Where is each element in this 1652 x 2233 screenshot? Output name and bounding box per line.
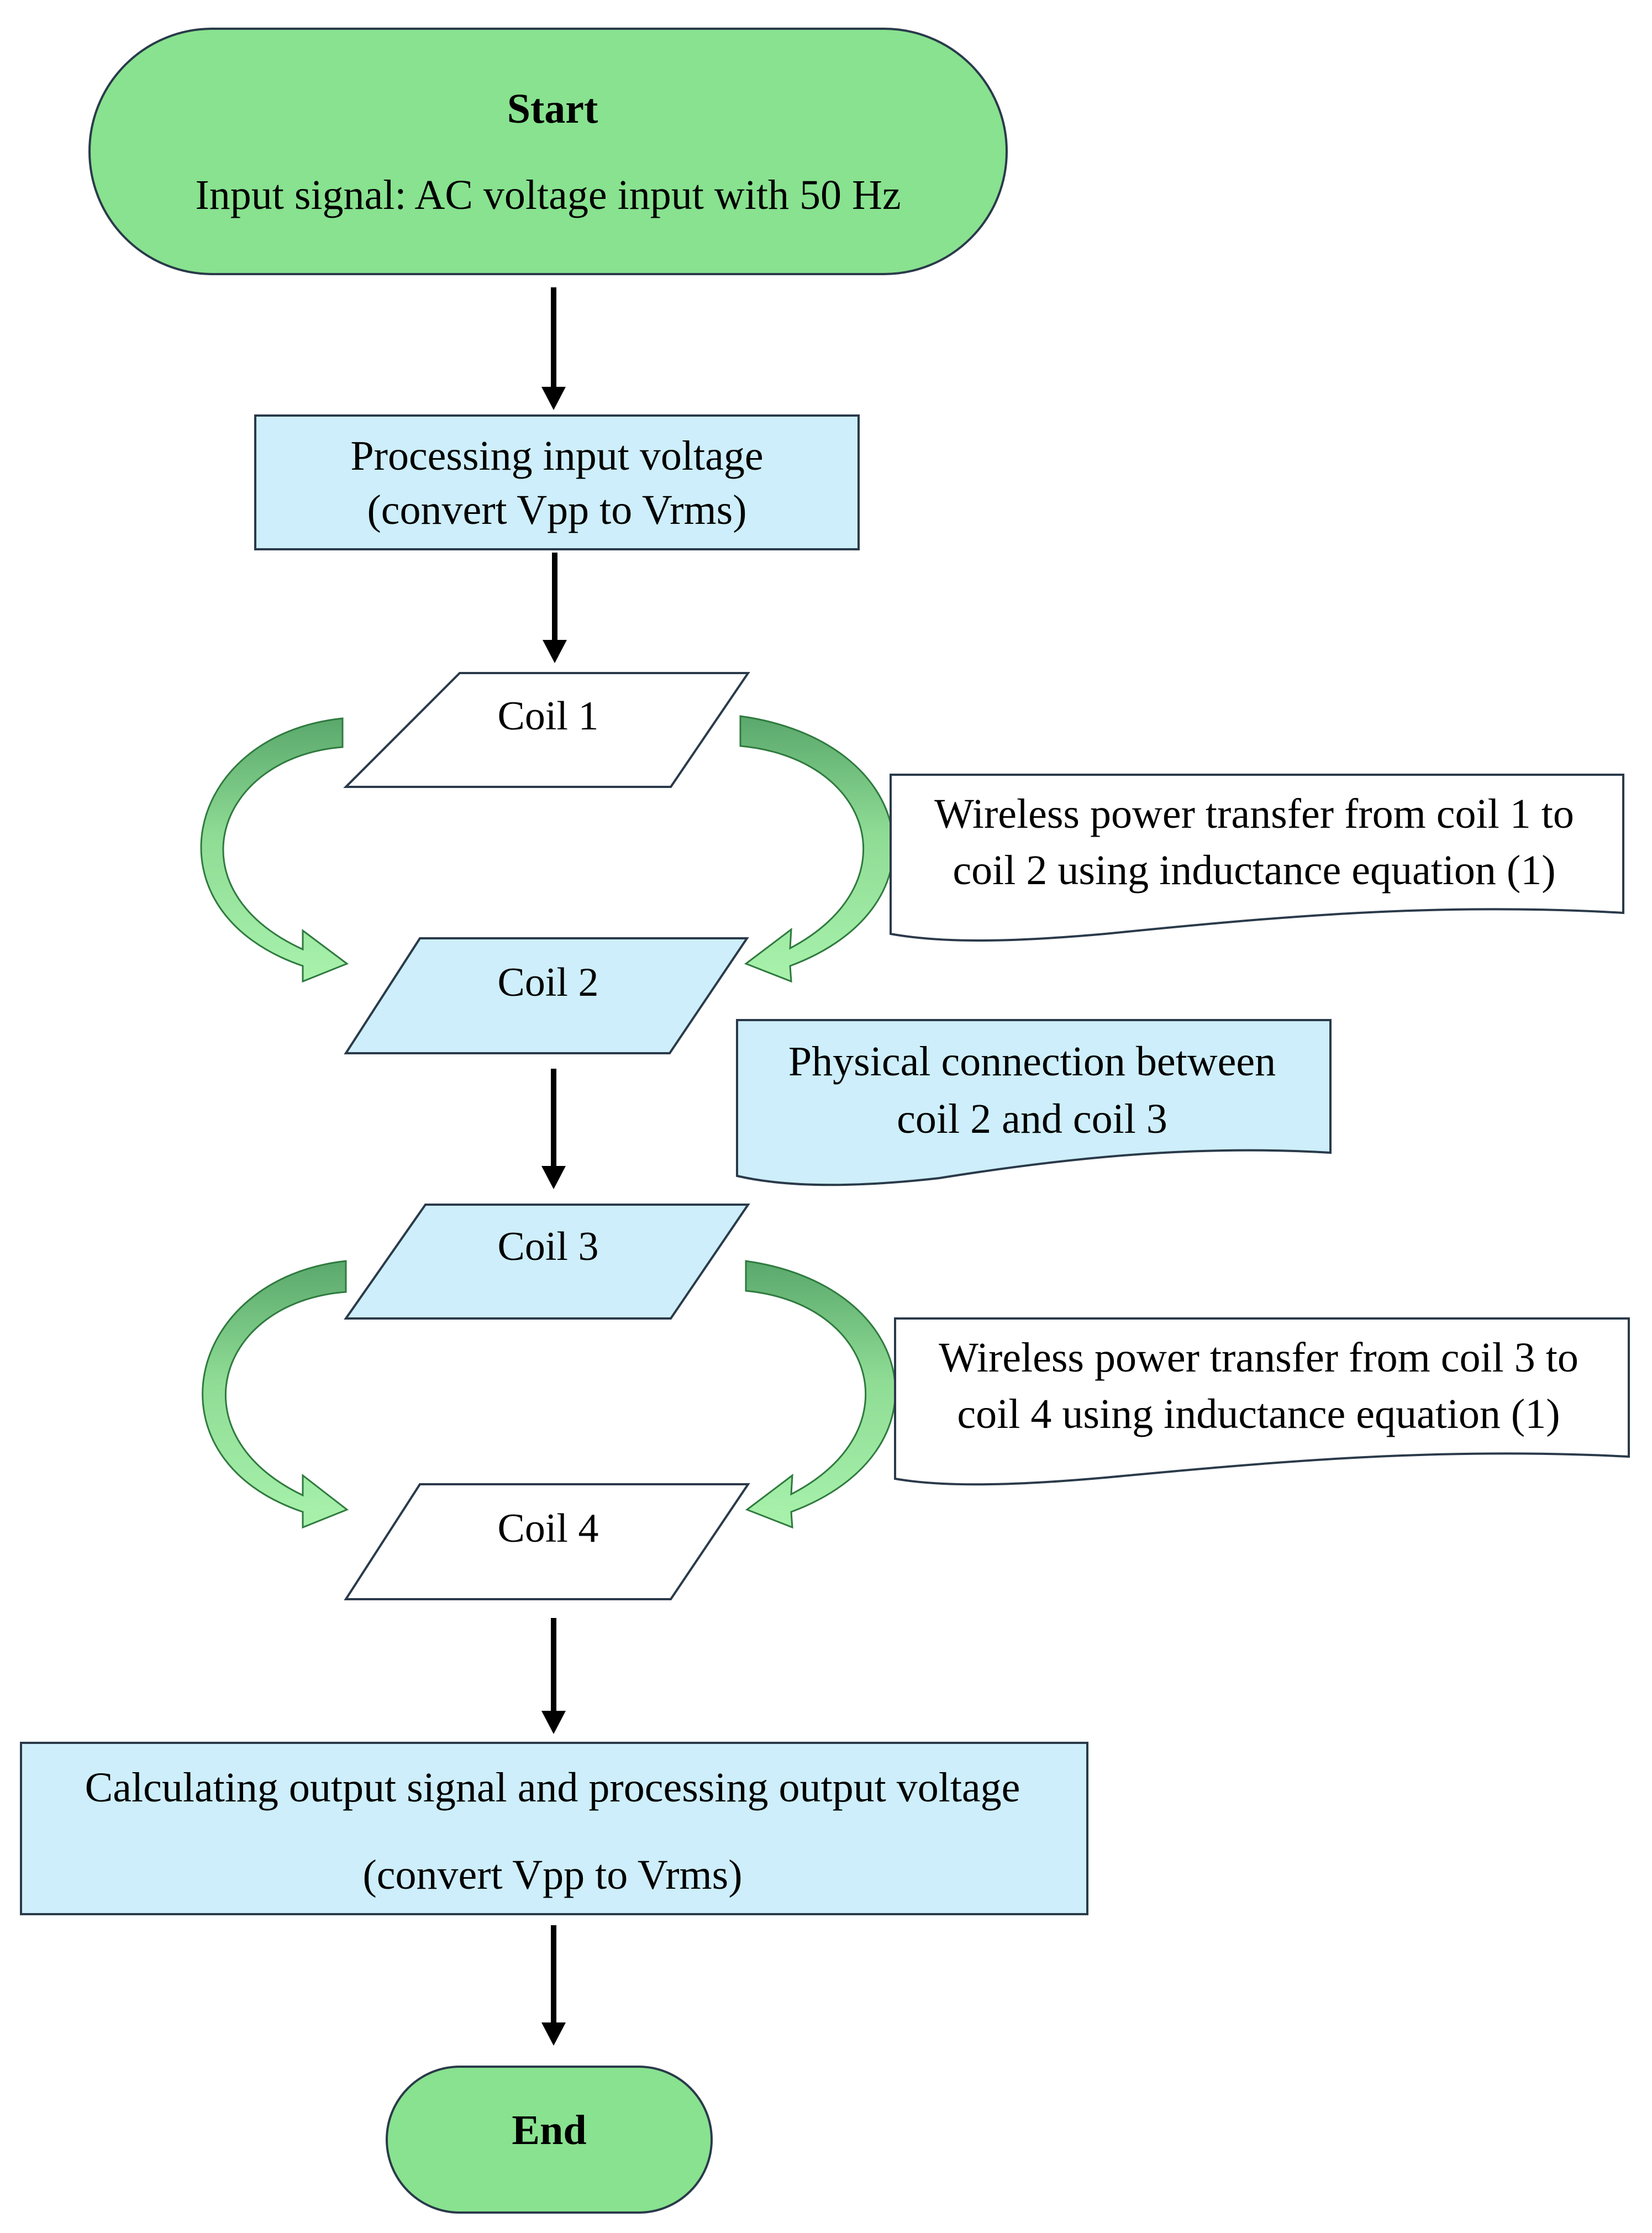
note-wpt-1-2: Wireless power transfer from coil 1 to c… bbox=[890, 774, 1624, 942]
note-physical-2-3-line1: Physical connection between bbox=[788, 1038, 1276, 1085]
start-terminator: Start Input signal: AC voltage input wit… bbox=[88, 28, 1008, 275]
process-output-line1: Calculating output signal and processing… bbox=[85, 1764, 1020, 1811]
coil4-label: Coil 4 bbox=[498, 1506, 599, 1551]
process-input-line1: Processing input voltage bbox=[350, 433, 763, 479]
arrow-process-to-coil1 bbox=[543, 553, 567, 663]
coil3-label: Coil 3 bbox=[498, 1224, 599, 1269]
process-output-box: Calculating output signal and processing… bbox=[20, 1742, 1088, 1915]
coil4-parallelogram: Coil 4 bbox=[344, 1483, 750, 1600]
note-wpt-1-2-line2: coil 2 using inductance equation (1) bbox=[953, 847, 1555, 894]
note-wpt-3-4: Wireless power transfer from coil 3 to c… bbox=[894, 1317, 1630, 1486]
arrow-output-to-end bbox=[541, 1925, 566, 2046]
start-title: Start bbox=[507, 86, 598, 132]
end-title: End bbox=[512, 2107, 586, 2153]
note-wpt-3-4-line2: coil 4 using inductance equation (1) bbox=[957, 1391, 1560, 1437]
coil2-label: Coil 2 bbox=[498, 960, 599, 1005]
coil3-parallelogram: Coil 3 bbox=[344, 1204, 750, 1320]
arrow-coil4-to-output bbox=[541, 1618, 566, 1734]
note-wpt-1-2-line1: Wireless power transfer from coil 1 to bbox=[934, 791, 1574, 837]
arrow-start-to-process bbox=[541, 287, 566, 410]
end-terminator: End bbox=[386, 2066, 713, 2214]
coil1-parallelogram: Coil 1 bbox=[343, 672, 750, 788]
start-subtitle: Input signal: AC voltage input with 50 H… bbox=[195, 172, 901, 218]
coil2-parallelogram: Coil 2 bbox=[344, 937, 749, 1054]
note-physical-2-3-line2: coil 2 and coil 3 bbox=[897, 1096, 1167, 1142]
process-input-box: Processing input voltage (convert Vpp to… bbox=[254, 414, 860, 550]
curved-arrow-left-1 bbox=[200, 717, 349, 983]
arrow-coil2-to-coil3 bbox=[541, 1069, 566, 1189]
curved-arrow-right-1 bbox=[739, 715, 895, 983]
curved-arrow-right-2 bbox=[745, 1260, 896, 1529]
note-wpt-3-4-line1: Wireless power transfer from coil 3 to bbox=[939, 1334, 1579, 1381]
curved-arrow-left-2 bbox=[202, 1260, 349, 1529]
process-input-line2: (convert Vpp to Vrms) bbox=[367, 487, 746, 533]
coil1-label: Coil 1 bbox=[498, 693, 599, 739]
note-physical-2-3: Physical connection between coil 2 and c… bbox=[736, 1019, 1332, 1186]
process-output-line2: (convert Vpp to Vrms) bbox=[362, 1852, 742, 1898]
